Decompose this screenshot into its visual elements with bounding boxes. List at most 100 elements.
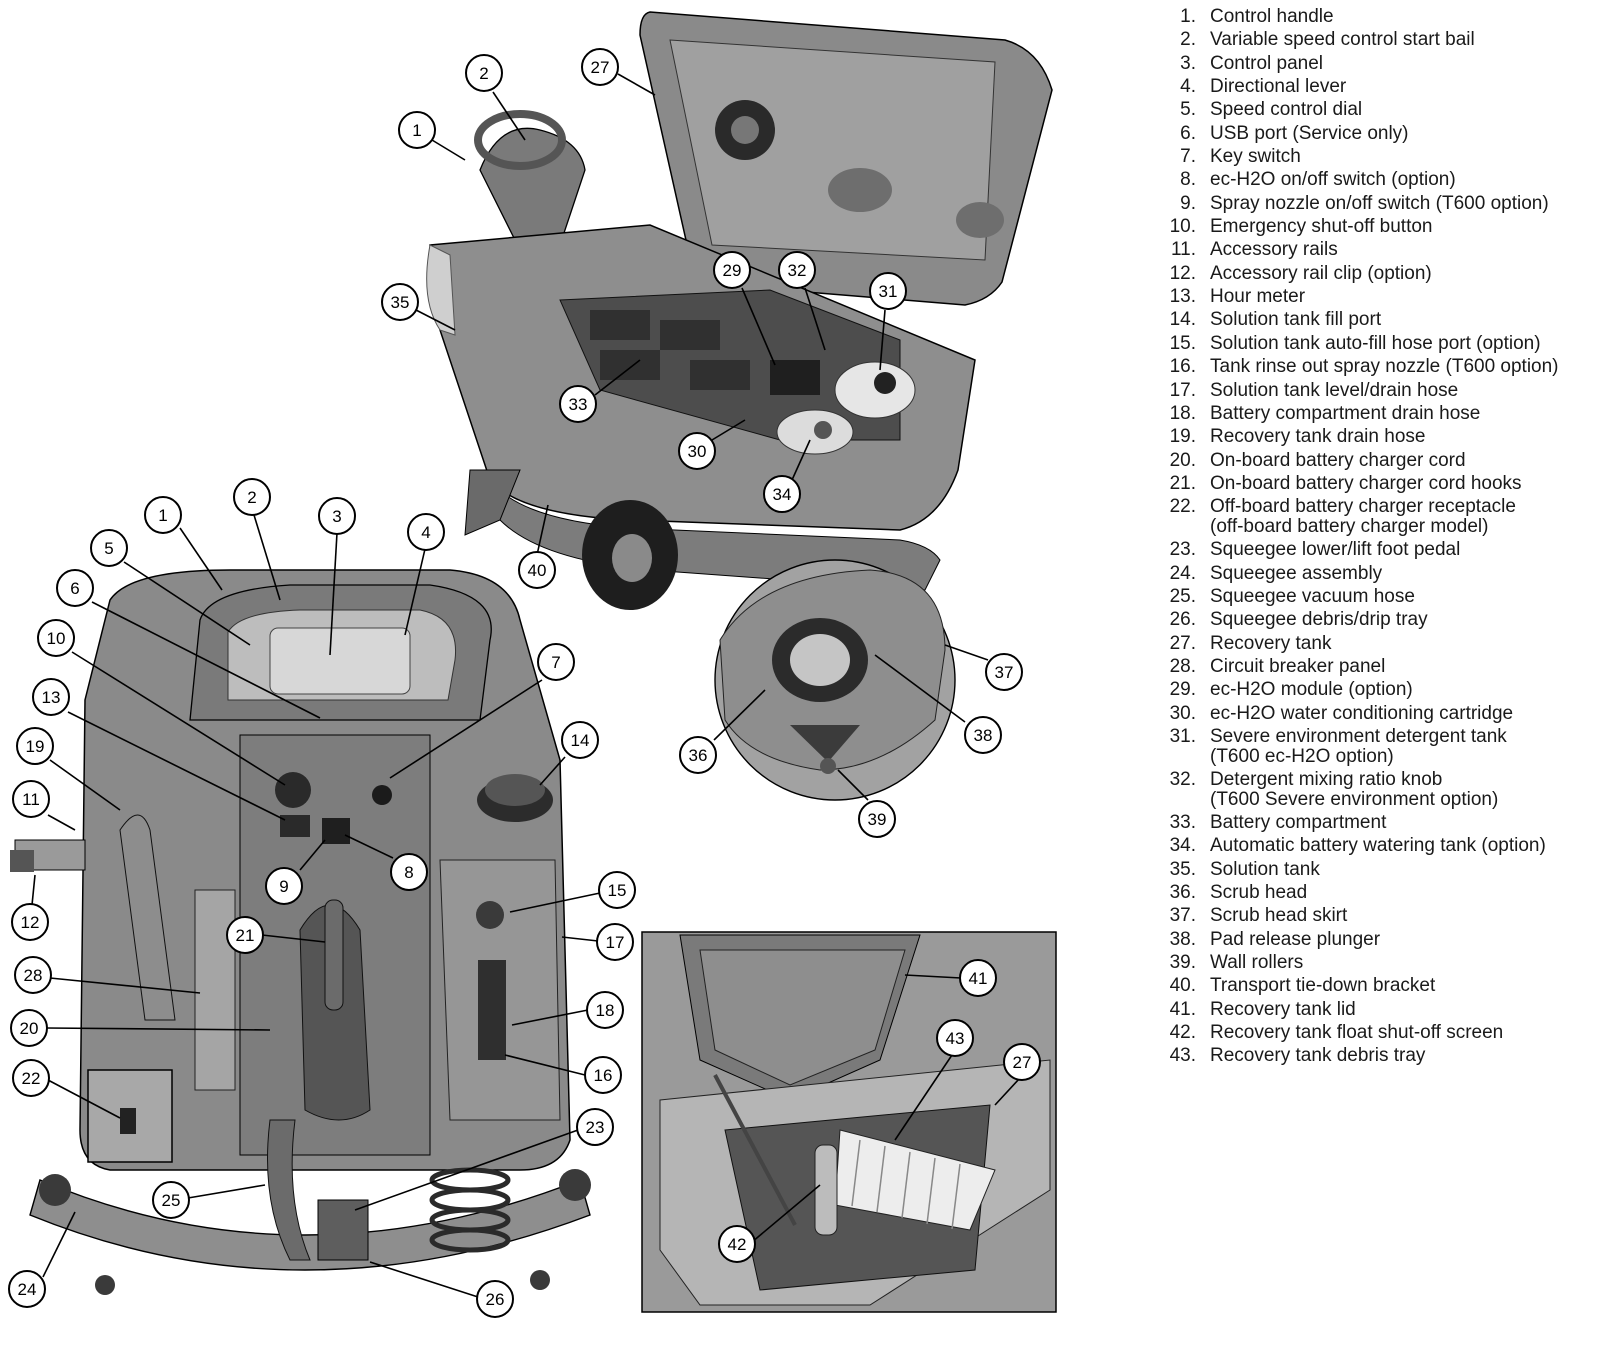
callout-38: 38 [964, 716, 1002, 754]
callout-16: 16 [584, 1056, 622, 1094]
callout-label: 36 [689, 746, 708, 765]
machine-diagram: 1 2 27 35 29 32 31 33 30 34 40 37 38 36 … [8, 11, 1057, 1318]
legend-text: Tank rinse out spray nozzle (T600 option… [1210, 356, 1559, 378]
callout-23: 23 [576, 1108, 614, 1146]
callout-label: 35 [391, 293, 410, 312]
legend-number: 28. [1169, 655, 1196, 677]
legend-text: Detergent mixing ratio knob [1210, 768, 1443, 790]
legend-number: 26. [1169, 609, 1196, 631]
legend-item: 29.ec-H2O module (option) [1158, 678, 1598, 701]
callout-34: 34 [763, 475, 801, 513]
callout-label: 27 [1013, 1053, 1032, 1072]
callout-20: 20 [10, 1009, 48, 1047]
callout-22: 22 [12, 1059, 50, 1097]
callout-label: 3 [332, 507, 341, 526]
legend-item: 10.Emergency shut-off button [1158, 215, 1598, 238]
legend-text-cont: (off-board battery charger model) [1210, 516, 1489, 538]
legend-item: 37.Scrub head skirt [1158, 904, 1598, 927]
legend-text: Scrub head [1210, 882, 1308, 903]
callout-label: 39 [868, 810, 887, 829]
legend-text: USB port (Service only) [1210, 122, 1409, 144]
callout-label: 9 [279, 877, 288, 896]
legend-number: 1. [1180, 6, 1196, 27]
legend-number: 39. [1169, 952, 1196, 974]
legend-item: 6. USB port (Service only) [1158, 122, 1598, 145]
legend-text: Hour meter [1210, 286, 1306, 308]
callout-label: 17 [606, 933, 625, 952]
callout-40: 40 [518, 551, 556, 589]
legend-text: Automatic battery watering tank (option) [1210, 835, 1546, 857]
legend-number: 33. [1169, 811, 1196, 833]
callout-21: 21 [226, 916, 264, 954]
legend-number: 6. [1180, 122, 1196, 144]
legend-text: Solution tank fill port [1210, 309, 1382, 331]
legend-item: 39.Wall rollers [1158, 951, 1598, 974]
legend-item: 43.Recovery tank debris tray [1158, 1044, 1598, 1067]
legend-text: Key switch [1210, 146, 1301, 168]
callout-label: 37 [995, 663, 1014, 682]
legend-text: Speed control dial [1210, 99, 1363, 121]
callout-10: 10 [37, 619, 75, 657]
legend-text: Battery compartment [1210, 811, 1387, 833]
callout-41: 41 [959, 959, 997, 997]
callout-3: 3 [318, 497, 356, 535]
legend-item: 40.Transport tie-down bracket [1158, 974, 1598, 997]
legend-text: Variable speed control start bail [1210, 29, 1475, 51]
callout-32: 32 [778, 251, 816, 289]
callout-label: 1 [158, 506, 167, 525]
callout-1-rear: 1 [144, 496, 182, 534]
legend-number: 8. [1180, 169, 1196, 191]
callout-28: 28 [14, 956, 52, 994]
legend-number: 2. [1180, 29, 1196, 51]
legend-number: 20. [1169, 449, 1196, 471]
legend-item: 9.Spray nozzle on/off switch (T600 optio… [1158, 192, 1598, 215]
callout-14: 14 [561, 721, 599, 759]
callout-36: 36 [679, 736, 717, 774]
callout-label: 28 [24, 966, 43, 985]
callout-1-top: 1 [398, 111, 436, 149]
leader-lines [31, 73, 1021, 1298]
callout-label: 22 [22, 1069, 41, 1088]
callout-26: 26 [476, 1280, 514, 1318]
callout-label: 20 [20, 1019, 39, 1038]
callout-label: 21 [236, 926, 255, 945]
legend-text: ec-H2O water conditioning cartridge [1210, 702, 1514, 724]
legend-number: 36. [1169, 882, 1196, 903]
callout-label: 13 [42, 688, 61, 707]
legend-number: 18. [1169, 402, 1196, 424]
legend-number: 19. [1169, 426, 1196, 448]
callout-label: 41 [969, 969, 988, 988]
legend-item: 17.Solution tank level/drain hose [1158, 379, 1598, 402]
legend-item: 28.Circuit breaker panel [1158, 655, 1598, 678]
legend-text: On-board battery charger cord hooks [1210, 472, 1522, 494]
legend-item: 31.Severe environment detergent tank (T6… [1158, 725, 1598, 768]
legend-text: Control handle [1210, 6, 1334, 27]
legend-number: 41. [1169, 998, 1196, 1020]
legend-item: 22.Off-board battery charger receptacle(… [1158, 495, 1598, 538]
legend-text-cont: (T600 ec-H2O option) [1210, 745, 1394, 767]
legend-item: 33. Battery compartment [1158, 811, 1598, 834]
legend-text: Spray nozzle on/off switch (T600 option) [1210, 192, 1549, 214]
callout-4: 4 [407, 513, 445, 551]
callout-label: 24 [18, 1280, 37, 1299]
legend-text: Squeegee debris/drip tray [1210, 609, 1428, 631]
callout-31: 31 [869, 272, 907, 310]
callout-label: 33 [569, 395, 588, 414]
callout-label: 40 [528, 561, 547, 580]
legend-item: 2. Variable speed control start bail [1158, 28, 1598, 51]
callout-5: 5 [90, 529, 128, 567]
callout-label: 4 [421, 523, 430, 542]
callout-label: 34 [773, 485, 792, 504]
legend-item: 5.Speed control dial [1158, 98, 1598, 121]
legend-number: 34. [1169, 835, 1196, 857]
legend-item: 1. Control handle [1158, 5, 1598, 28]
legend-number: 25. [1169, 585, 1196, 607]
legend-number: 17. [1169, 379, 1196, 401]
legend-item: 34. Automatic battery watering tank (opti… [1158, 834, 1598, 857]
legend-number: 37. [1169, 905, 1196, 927]
legend-text: Recovery tank drain hose [1210, 426, 1426, 448]
callout-30: 30 [678, 432, 716, 470]
parts-legend: 1. Control handle 2. Variable speed contro… [1158, 5, 1598, 1068]
legend-text: Solution tank auto-fill hose port (optio… [1210, 332, 1541, 354]
legend-number: 4. [1180, 76, 1196, 98]
